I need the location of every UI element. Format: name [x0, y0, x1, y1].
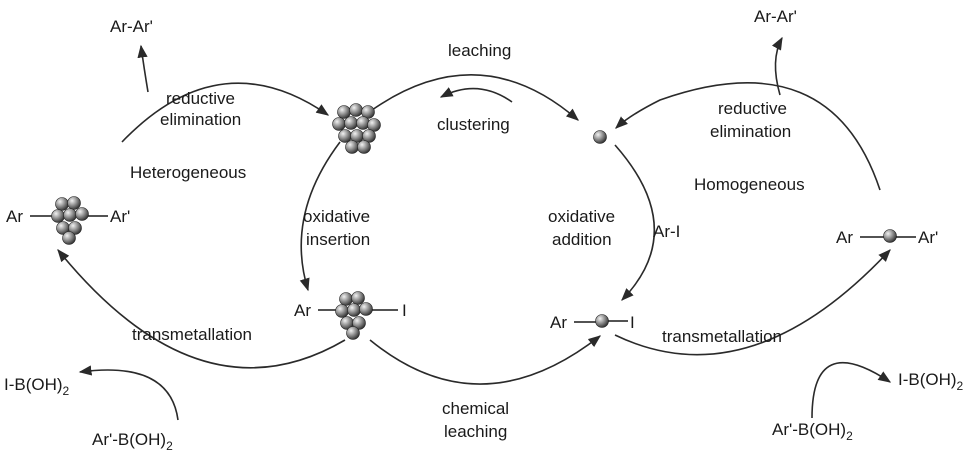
ar-label-cluster-iodide: Ar: [294, 301, 311, 320]
arrow-oxidative-addition: [614, 144, 656, 301]
iodine-label-cluster: I: [402, 301, 407, 320]
chemical-leaching-line2: leaching: [444, 422, 507, 441]
ar-prime-label-right: Ar': [918, 228, 938, 247]
ar-prime-label-left: Ar': [110, 207, 130, 226]
reagent-right: Ar'-B(OH)2: [772, 420, 853, 443]
ar-cluster-iodide: Ar I: [294, 291, 407, 340]
arrow-byproduct-left: [78, 365, 179, 421]
clustering-label: clustering: [437, 115, 510, 134]
pd-cluster-top: [332, 103, 381, 154]
ar-pd-ar-prime-right: Ar Ar': [836, 228, 938, 247]
arrow-transmetallation-left: [57, 249, 346, 369]
chemical-leaching-line1: chemical: [442, 399, 509, 418]
ar-cluster-ar-prime-left: Ar Ar': [6, 196, 130, 245]
arrow-product-left: [137, 44, 149, 93]
reagent-left: Ar'-B(OH)2: [92, 430, 173, 453]
reductive-right-line2: elimination: [710, 122, 791, 141]
arrow-reductive-elimination-right: [615, 82, 881, 191]
ar-label-pd-iodide: Ar: [550, 313, 567, 332]
arrow-transmetallation-right: [614, 249, 891, 356]
arrow-clustering: [439, 87, 513, 103]
product-left: Ar-Ar': [110, 17, 153, 36]
byproduct-right: I-B(OH)2: [898, 370, 964, 393]
oxidative-addition-line2: addition: [552, 230, 612, 249]
ar-label-right: Ar: [836, 228, 853, 247]
leaching-top: leaching: [448, 41, 511, 60]
transmetallation-left: transmetallation: [132, 325, 252, 344]
arrow-reductive-elimination-left: [121, 82, 330, 143]
transmetallation-right: transmetallation: [662, 327, 782, 346]
arrow-chemical-leaching: [369, 335, 602, 385]
ar-pd-iodide: Ar I: [550, 313, 635, 332]
reductive-left-line2: elimination: [160, 110, 241, 129]
arrow-product-right: [771, 36, 783, 96]
oxidative-addition-line1: oxidative: [548, 207, 615, 226]
product-right: Ar-Ar': [754, 7, 797, 26]
heterogeneous-label: Heterogeneous: [130, 163, 246, 182]
arrow-oxidative-insertion: [299, 141, 341, 292]
homogeneous-label: Homogeneous: [694, 175, 805, 194]
pd-atom-top: [593, 130, 607, 144]
arrow-byproduct-right: [811, 361, 892, 419]
oxidative-insertion-line1: oxidative: [303, 207, 370, 226]
iodine-label-pd: I: [630, 313, 635, 332]
byproduct-left: I-B(OH)2: [4, 375, 70, 398]
oxidative-insertion-line2: insertion: [306, 230, 370, 249]
ar-label-left: Ar: [6, 207, 23, 226]
ar-i-label: Ar-I: [653, 222, 680, 241]
reductive-right-line1: reductive: [718, 99, 787, 118]
arrow-leaching: [371, 74, 579, 121]
reductive-left-line1: reductive: [166, 89, 235, 108]
